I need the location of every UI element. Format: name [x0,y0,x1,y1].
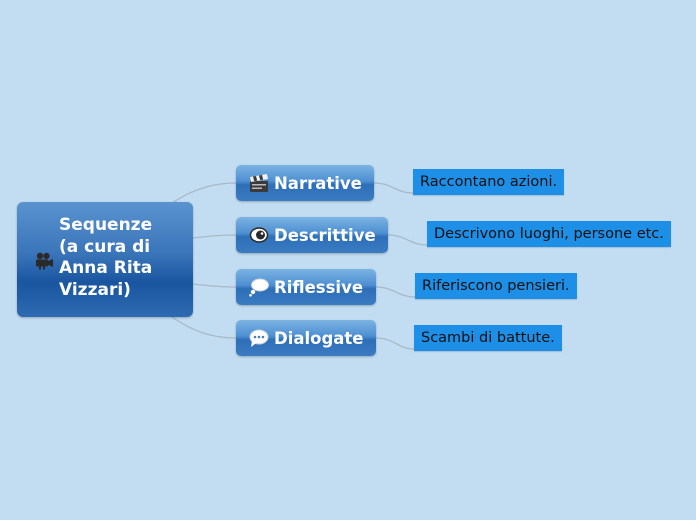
branch-narrative-label: Narrative [274,173,362,193]
connector-root-descrittive [192,234,237,239]
connector-root-riflessive [192,283,237,288]
connector-dialogate-note [375,337,415,350]
connector-narrative-note [373,182,414,194]
thought-bubble-icon [249,278,269,297]
root-topic-node[interactable]: Sequenze (a cura di Anna Rita Vizzari) [17,202,193,317]
branch-riflessive-label: Riflessive [274,277,364,297]
branch-descrittive-label: Descrittive [274,225,376,245]
film-camera-icon [36,252,53,270]
branch-riflessive[interactable]: Riflessive [236,269,376,305]
note-riflessive[interactable]: Riferiscono pensieri. [415,273,577,299]
connector-descrittive-note [387,234,428,246]
branch-dialogate[interactable]: Dialogate [236,320,376,356]
branch-descrittive[interactable]: Descrittive [236,217,388,253]
note-narrative[interactable]: Raccontano azioni. [413,169,565,195]
connector-root-narrative [171,182,237,204]
speech-bubble-icon [249,329,269,347]
eye-icon [249,227,269,243]
connector-riflessive-note [375,286,416,298]
note-descrittive[interactable]: Descrivono luoghi, persone etc. [427,221,671,247]
connector-root-dialogate [171,316,237,339]
note-dialogate[interactable]: Scambi di battute. [414,325,562,351]
branch-narrative[interactable]: Narrative [236,165,374,201]
root-title: Sequenze (a cura di Anna Rita Vizzari) [59,215,153,300]
clapperboard-icon [250,174,268,192]
branch-dialogate-label: Dialogate [274,328,364,348]
